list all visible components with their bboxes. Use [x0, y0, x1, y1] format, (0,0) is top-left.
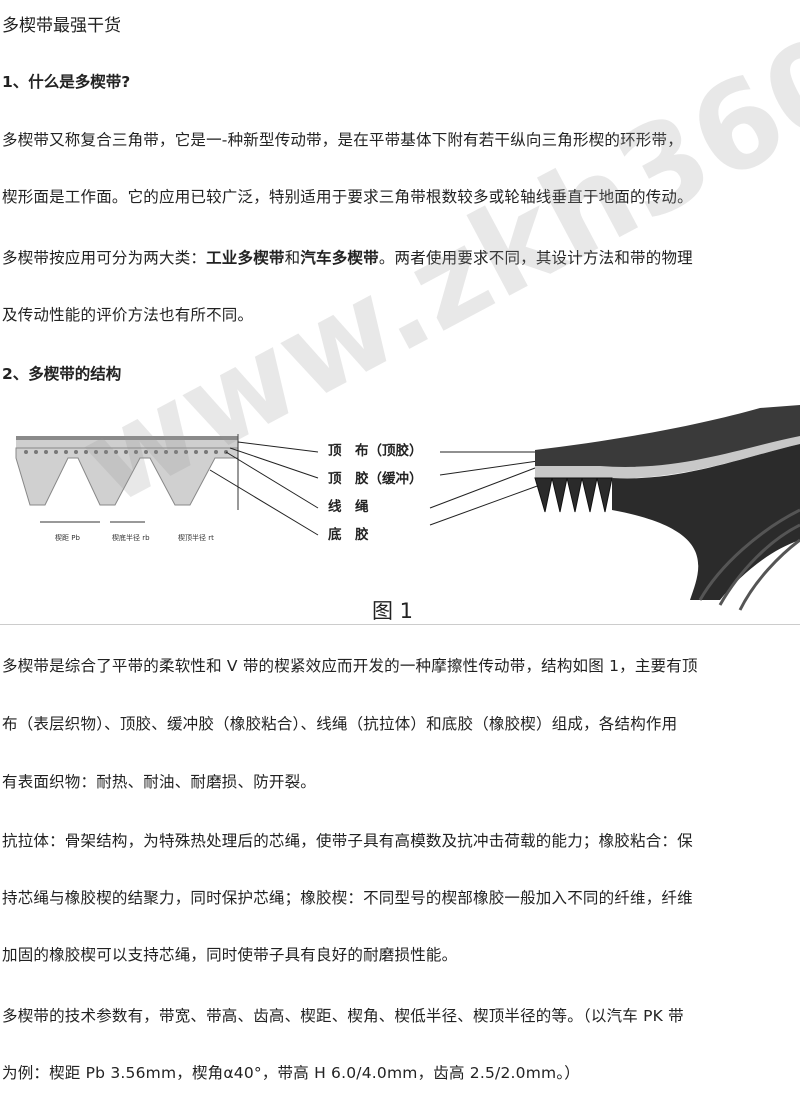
text: 。两者使用要求不同，其设计方法和带的物理	[378, 249, 693, 267]
dim-label: 楔顶半径 rt	[178, 533, 214, 542]
label-top-rubber: 顶 胶（缓冲）	[328, 470, 423, 487]
bold-term-industrial: 工业多楔带	[206, 249, 285, 267]
paragraph-line: 及传动性能的评价方法也有所不同。	[2, 306, 254, 324]
paragraph-line: 有表面织物：耐热、耐油、耐磨损、防开裂。	[2, 773, 317, 791]
text: 多楔带按应用可分为两大类：	[2, 249, 207, 267]
figure-caption: 图 1	[372, 599, 414, 623]
label-top-cloth: 顶 布（顶胶）	[328, 442, 423, 459]
paragraph-line: 加固的橡胶楔可以支持芯绳，同时使带子具有良好的耐磨损性能。	[2, 946, 458, 964]
belt-cross-section: 楔距 Pb 楔底半径 rb 楔顶半径 rt	[15, 434, 239, 542]
bold-term-auto: 汽车多楔带	[300, 249, 379, 267]
belt-illustration	[534, 405, 800, 611]
paragraph-line: 为例：楔距 Pb 3.56mm，楔角α40°，带高 H 6.0/4.0mm，齿高…	[2, 1064, 580, 1082]
dim-label: 楔距 Pb	[55, 533, 80, 542]
section-heading-2: 2、多楔带的结构	[2, 365, 122, 383]
label-cord: 线 绳	[328, 498, 369, 515]
paragraph-line: 多楔带是综合了平带的柔软性和 V 带的楔紧效应而开发的一种摩擦性传动带，结构如图…	[2, 657, 698, 675]
label-bottom-rubber: 底 胶	[328, 526, 369, 543]
paragraph-line: 多楔带按应用可分为两大类：工业多楔带和汽车多楔带。两者使用要求不同，其设计方法和…	[2, 246, 693, 268]
paragraph-line: 多楔带又称复合三角带，它是一-种新型传动带，是在平带基体下附有若干纵向三角形楔的…	[2, 131, 683, 149]
paragraph-line: 布（表层织物）、顶胶、缓冲胶（橡胶粘合）、线绳（抗拉体）和底胶（橡胶楔）组成，各…	[2, 715, 678, 733]
dim-label: 楔底半径 rb	[112, 533, 150, 542]
paragraph-line: 持芯绳与橡胶楔的结聚力，同时保护芯绳；橡胶楔：不同型号的楔部橡胶一般加入不同的纤…	[2, 889, 693, 907]
paragraph-line: 楔形面是工作面。它的应用已较广泛，特别适用于要求三角带根数较多或轮轴线垂直于地面…	[2, 188, 693, 206]
text: 和	[284, 249, 301, 267]
paragraph-line: 抗拉体：骨架结构，为特殊热处理后的芯绳，使带子具有高模数及抗冲击荷载的能力；橡胶…	[2, 832, 693, 850]
divider	[0, 624, 800, 625]
page-title: 多楔带最强干货	[2, 16, 121, 36]
paragraph-line: 多楔带的技术参数有，带宽、带高、齿高、楔距、楔角、楔低半径、楔顶半径的等。（以汽…	[2, 1007, 684, 1025]
section-heading-1: 1、什么是多楔带?	[2, 73, 131, 91]
leader-lines	[209, 441, 546, 536]
belt-structure-figure: 楔距 Pb 楔底半径 rb 楔顶半径 rt 顶 布（顶胶） 顶 胶（缓冲） 线 …	[15, 405, 800, 611]
